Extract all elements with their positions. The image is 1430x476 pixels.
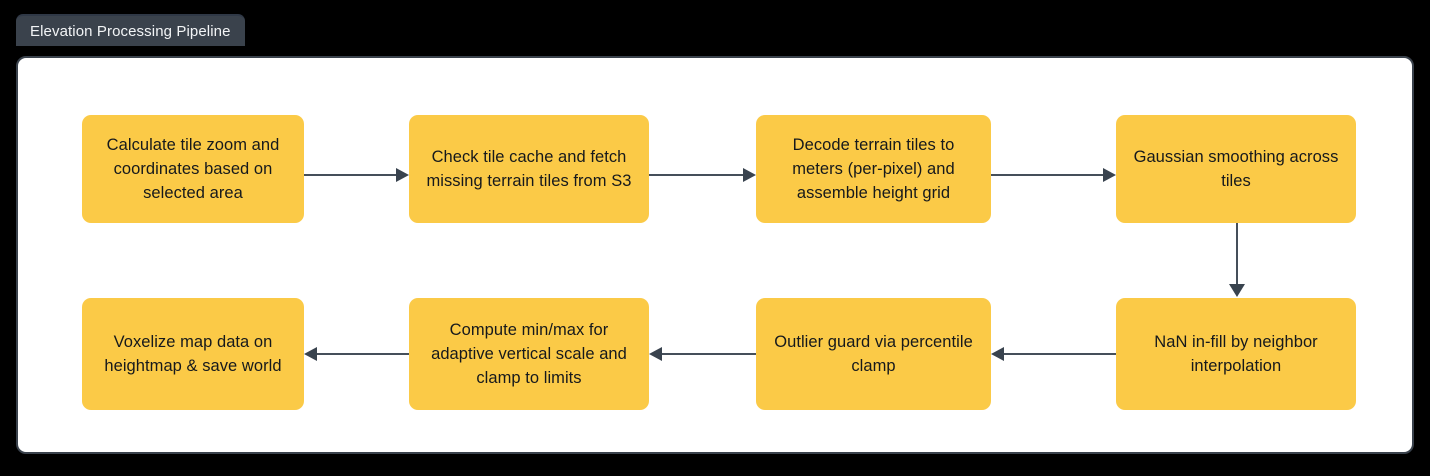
diagram-title-text: Elevation Processing Pipeline	[30, 22, 231, 40]
flow-node-compute-min-max[interactable]: Compute min/max for adaptive vertical sc…	[409, 298, 649, 410]
flow-node-label: Check tile cache and fetch missing terra…	[426, 147, 632, 190]
flow-node-label: Compute min/max for adaptive vertical sc…	[431, 320, 627, 388]
flow-node-label: Decode terrain tiles to meters (per-pixe…	[792, 135, 955, 203]
flow-node-label: Outlier guard via percentile clamp	[774, 332, 973, 375]
flow-node-label: Calculate tile zoom and coordinates base…	[106, 135, 280, 203]
edge-line	[1236, 223, 1238, 286]
flow-node-gaussian-smoothing[interactable]: Gaussian smoothing across tiles	[1116, 115, 1356, 223]
flow-edge-n6-n7	[649, 347, 756, 361]
arrowhead-right-icon	[743, 168, 756, 182]
flow-node-label: Gaussian smoothing across tiles	[1133, 147, 1339, 190]
flow-node-decode-terrain-tiles[interactable]: Decode terrain tiles to meters (per-pixe…	[756, 115, 991, 223]
edge-line	[304, 174, 398, 176]
arrowhead-left-icon	[991, 347, 1004, 361]
arrowhead-right-icon	[396, 168, 409, 182]
flow-node-nan-infill[interactable]: NaN in-fill by neighbor interpolation	[1116, 298, 1356, 410]
flow-edge-n1-n2	[304, 168, 409, 182]
flow-edge-n2-n3	[649, 168, 756, 182]
edge-line	[1002, 353, 1116, 355]
arrowhead-right-icon	[1103, 168, 1116, 182]
flow-node-check-tile-cache[interactable]: Check tile cache and fetch missing terra…	[409, 115, 649, 223]
flow-node-outlier-guard[interactable]: Outlier guard via percentile clamp	[756, 298, 991, 410]
arrowhead-left-icon	[649, 347, 662, 361]
flow-edge-n3-n4	[991, 168, 1116, 182]
arrowhead-left-icon	[304, 347, 317, 361]
flow-node-calculate-tile-zoom[interactable]: Calculate tile zoom and coordinates base…	[82, 115, 304, 223]
edge-line	[315, 353, 409, 355]
flow-node-voxelize-map-data[interactable]: Voxelize map data on heightmap & save wo…	[82, 298, 304, 410]
diagram-canvas: Calculate tile zoom and coordinates base…	[16, 56, 1414, 454]
arrowhead-down-icon	[1229, 284, 1245, 297]
edge-line	[649, 174, 745, 176]
edge-line	[660, 353, 756, 355]
flow-node-label: NaN in-fill by neighbor interpolation	[1154, 332, 1318, 375]
flow-edge-n7-n8	[304, 347, 409, 361]
flow-node-label: Voxelize map data on heightmap & save wo…	[104, 332, 282, 375]
edge-line	[991, 174, 1105, 176]
diagram-title-tab[interactable]: Elevation Processing Pipeline	[16, 14, 245, 46]
flow-edge-n5-n6	[991, 347, 1116, 361]
flow-edge-n4-n5	[1229, 223, 1245, 298]
